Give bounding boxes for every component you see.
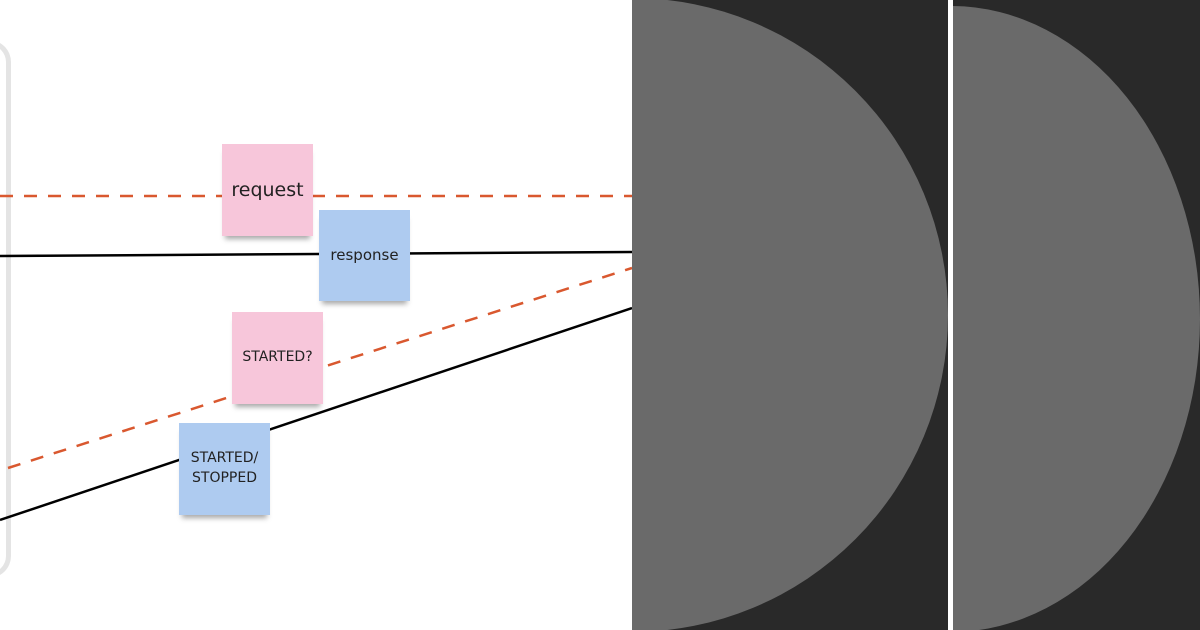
sticky-note-text-line-1: STARTED/: [190, 450, 259, 467]
avatar-placeholder-shape: [632, 0, 948, 630]
sticky-note-response[interactable]: response: [319, 210, 410, 301]
sticky-note-started[interactable]: STARTED?: [232, 312, 323, 404]
sticky-note-text: request: [231, 178, 304, 201]
avatar-placeholder-shape: [953, 6, 1200, 630]
panel-divider: [948, 0, 953, 630]
sticky-note-text: STARTED?: [242, 349, 313, 366]
whiteboard-canvas[interactable]: request response STARTED? STARTED/ STOPP…: [0, 0, 632, 630]
sticky-note-text-line-2: STOPPED: [192, 470, 257, 486]
video-tile-1[interactable]: [632, 0, 948, 630]
video-tile-2[interactable]: [953, 0, 1200, 630]
sticky-note-text: response: [330, 246, 399, 264]
sticky-note-started-stopped[interactable]: STARTED/ STOPPED: [179, 423, 270, 515]
response-line[interactable]: [0, 250, 632, 258]
connector-lines: [0, 194, 632, 522]
sticky-note-request[interactable]: request: [222, 144, 313, 236]
started-stopped-line[interactable]: [0, 306, 632, 522]
